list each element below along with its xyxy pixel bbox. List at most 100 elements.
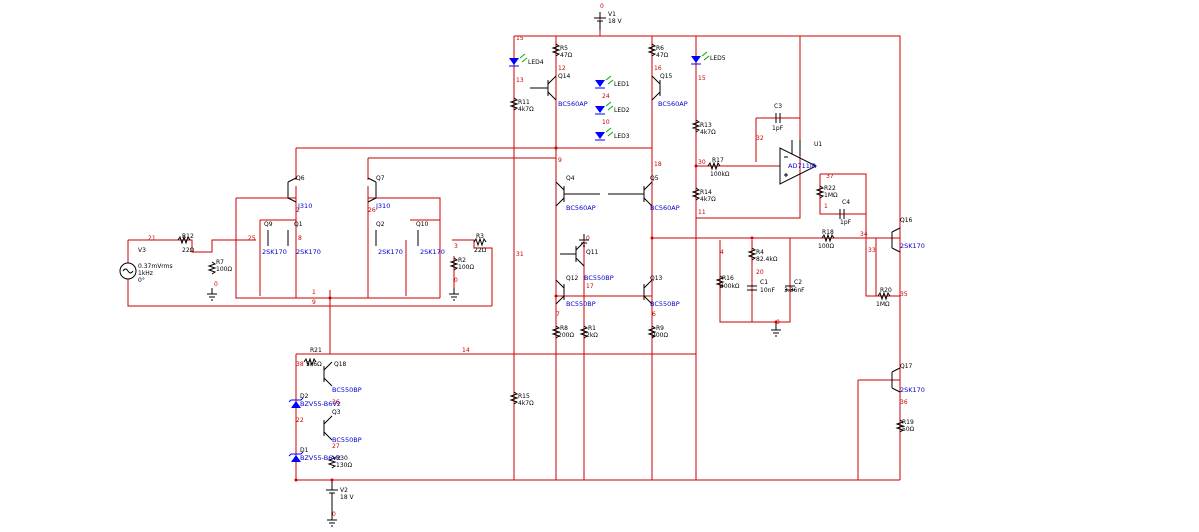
transistor-ref: Q9 — [264, 221, 273, 228]
node-label: 22 — [296, 417, 304, 424]
v2-value: 18 V — [340, 494, 355, 501]
transistor-model: J310 — [297, 202, 312, 210]
transistor-q7: Q7 J310 — [367, 175, 390, 210]
resistor-ref: R16 — [722, 275, 734, 282]
transistor-model: 2SK170 — [900, 386, 925, 394]
node-label: 0 — [586, 235, 590, 242]
supply-v2: V2 18 V — [326, 480, 355, 527]
resistor-value: 82.4kΩ — [756, 256, 778, 263]
transistor-ref: Q17 — [900, 363, 913, 370]
node-label: 17 — [586, 283, 594, 290]
transistor-q15: Q15 BC560AP — [651, 73, 688, 108]
transistor-q3: Q3 BC550BP — [323, 409, 362, 444]
zener-ref: D2 — [300, 393, 309, 400]
transistor-q16: Q16 2SK170 — [891, 217, 925, 253]
resistor-ref: R20 — [880, 287, 892, 294]
v1-ref: V1 — [608, 11, 616, 18]
node-label: 1 — [824, 203, 828, 210]
resistor-value: 5k6Ω — [306, 361, 322, 368]
opamp-u1: U1 AD711JR — [779, 140, 822, 185]
transistor-ref: Q11 — [586, 249, 599, 256]
resistor-r30: R30 130Ω — [327, 455, 352, 469]
transistor-model: 2SK170 — [262, 248, 287, 256]
transistor-q5: Q5 BC560AP — [608, 175, 680, 212]
transistor-model: BC550BP — [332, 386, 362, 394]
v1-value: 18 V — [608, 18, 623, 25]
resistor-value: 1MΩ — [824, 192, 838, 199]
resistor-value: 50Ω — [902, 426, 915, 433]
resistor-value: 100Ω — [216, 266, 232, 273]
resistor-ref: R13 — [700, 122, 712, 129]
node-label: 12 — [558, 65, 566, 72]
v3-frequency: 1kHz — [138, 270, 153, 277]
resistor-ref: R22 — [824, 185, 836, 192]
capacitor-ref: C1 — [760, 279, 768, 286]
node-label: 10 — [602, 119, 610, 126]
resistor-ref: R1 — [588, 325, 596, 332]
v3-phase: 0° — [138, 277, 145, 284]
capacitor-value: 3.36nF — [784, 287, 805, 294]
resistor-r7: R7 100Ω — [207, 259, 232, 275]
node-label: 15 — [698, 75, 706, 82]
resistor-r9: R9 200Ω — [647, 325, 668, 339]
resistor-r13: R13 4k7Ω — [691, 119, 716, 136]
node-label: 36 — [900, 399, 908, 406]
resistor-r3: R3 22Ω — [473, 233, 487, 254]
led-led3: LED3 — [595, 127, 630, 141]
resistor-ref: R3 — [476, 233, 484, 240]
resistor-value: 100kΩ — [710, 171, 730, 178]
node-label: 37 — [826, 173, 834, 180]
transistor-q9: Q9 2SK170 — [262, 221, 287, 256]
resistor-r14: R14 4k7Ω — [691, 187, 716, 203]
ground-icon — [449, 288, 459, 301]
resistor-r17: R17 100kΩ — [707, 157, 730, 178]
resistor-value: 200Ω — [558, 332, 574, 339]
transistor-model: 2SK170 — [378, 248, 403, 256]
transistor-q13: Q13 BC550BP — [643, 275, 680, 308]
node-label: 0 — [214, 281, 218, 288]
resistor-r19: R19 50Ω — [895, 419, 915, 433]
resistor-ref: R17 — [712, 157, 724, 164]
resistor-ref: R5 — [560, 45, 568, 52]
node-numbers: 0 15 12 16 13 15 24 10 9 18 32 30 37 1 1… — [148, 3, 908, 518]
resistor-value: 22Ω — [182, 247, 195, 254]
node-label: 9 — [312, 299, 316, 306]
v3-amplitude: 0.37mVrms — [138, 263, 173, 270]
transistor-model: 2SK170 — [900, 242, 925, 250]
resistor-ref: R19 — [902, 419, 914, 426]
capacitor-value: 1pF — [840, 219, 852, 226]
transistor-ref: Q14 — [558, 73, 571, 80]
v2-ref: V2 — [340, 487, 348, 494]
transistor-model: BC550BP — [650, 300, 680, 308]
transistor-model: BC550BP — [584, 274, 614, 282]
transistor-q11: Q11 — [560, 241, 599, 267]
transistor-model: 2SK170 — [296, 248, 321, 256]
node-label: 6 — [652, 311, 656, 318]
node-label: 4 — [720, 249, 724, 256]
capacitor-ref: C2 — [794, 279, 802, 286]
transistor-ref: Q4 — [566, 175, 575, 182]
node-label: 20 — [756, 269, 764, 276]
resistor-r6: R5 47Ω — [551, 43, 573, 59]
resistor-ref: R21 — [310, 347, 322, 354]
resistor-value: 4k7Ω — [700, 129, 716, 136]
transistor-q10: Q10 2SK170 — [416, 221, 445, 256]
resistor-value: 4k7Ω — [700, 196, 716, 203]
led-label: LED2 — [614, 107, 630, 114]
transistor-model: J310 — [375, 202, 390, 210]
transistor-ref: Q5 — [650, 175, 659, 182]
resistor-r21: R21 5k6Ω — [303, 347, 322, 368]
capacitor-value: 1pF — [772, 125, 784, 132]
ground-symbols — [207, 234, 781, 337]
node-label: 33 — [868, 247, 876, 254]
transistor-ref: Q7 — [376, 175, 385, 182]
resistor-r18: R18 100Ω — [818, 229, 834, 250]
capacitor-c1: C1 10nF — [747, 279, 775, 294]
resistor-r22: R22 1MΩ — [815, 185, 838, 199]
transistor-model: BC560AP — [558, 100, 588, 108]
resistor-r12: R12 22Ω — [177, 233, 195, 254]
node-label: 32 — [756, 135, 764, 142]
transistor-model: 2SK170 — [420, 248, 445, 256]
resistor-value: 400kΩ — [720, 283, 740, 290]
